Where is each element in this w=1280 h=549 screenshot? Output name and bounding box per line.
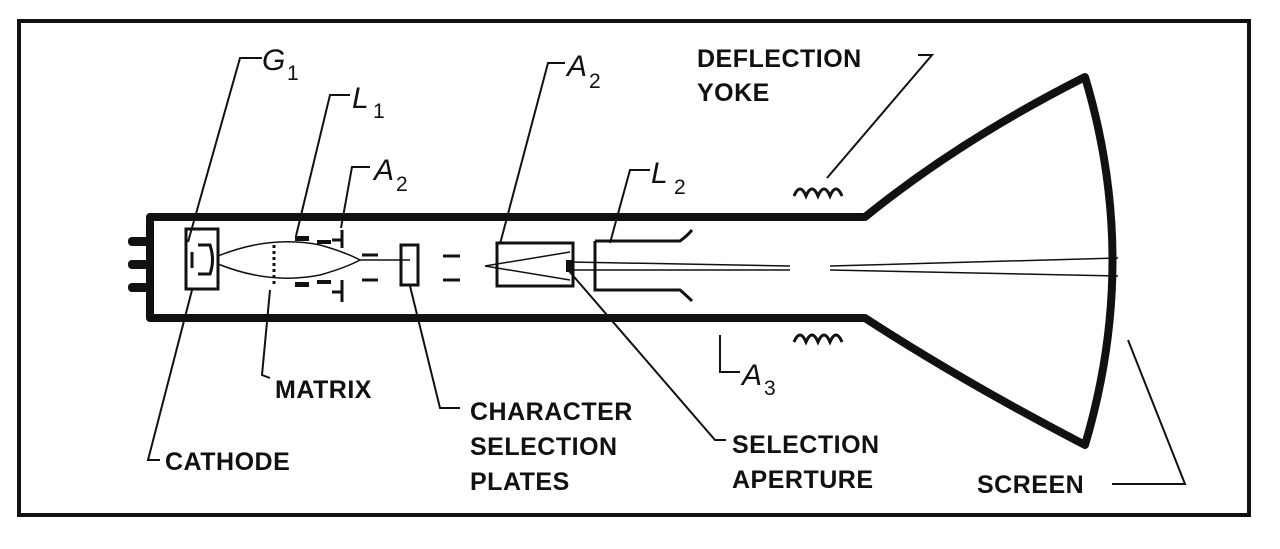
label-a2-left: A 2: [372, 154, 408, 196]
svg-text:1: 1: [287, 62, 299, 85]
svg-text:G: G: [262, 44, 285, 77]
svg-text:CHARACTER: CHARACTER: [470, 398, 633, 426]
svg-text:2: 2: [589, 70, 601, 93]
svg-text:L: L: [352, 82, 369, 115]
label-matrix: MATRIX: [275, 376, 372, 404]
leader-yoke: [826, 54, 935, 179]
leader-cathode: [146, 289, 193, 461]
svg-text:3: 3: [764, 377, 776, 400]
svg-text:SELECTION: SELECTION: [732, 431, 880, 459]
leader-screen: [1112, 339, 1187, 485]
svg-text:YOKE: YOKE: [697, 79, 770, 107]
leader-l1: [295, 94, 350, 237]
leader-a3: [719, 335, 740, 373]
yoke-coil-bottom: [792, 333, 844, 346]
svg-text:1: 1: [373, 100, 385, 123]
svg-text:PLATES: PLATES: [470, 468, 570, 496]
l2-electrode: [593, 229, 694, 303]
label-a2-right: A 2: [565, 50, 601, 93]
leader-lines: [146, 54, 1187, 485]
label-g1: G 1: [262, 44, 299, 85]
screen-curve: [1083, 79, 1113, 444]
cathode-electrode: [184, 227, 220, 291]
leader-l2: [609, 169, 650, 244]
leader-a2-right: [499, 62, 565, 245]
svg-text:A: A: [740, 359, 762, 392]
a2-left-aperture: [332, 230, 378, 302]
l1-electrodes: [295, 236, 331, 287]
leader-plates: [409, 285, 460, 409]
svg-text:APERTURE: APERTURE: [732, 466, 874, 494]
label-selection-aperture: SELECTION APERTURE: [732, 431, 880, 494]
svg-text:A: A: [565, 50, 587, 83]
label-l2: L 2: [651, 157, 686, 199]
label-screen: SCREEN: [977, 471, 1084, 499]
label-cathode: CATHODE: [165, 448, 290, 476]
leader-matrix: [260, 289, 271, 379]
svg-text:SELECTION: SELECTION: [470, 433, 618, 461]
selection-aperture-plate: [566, 260, 573, 272]
svg-text:DEFLECTION: DEFLECTION: [697, 45, 862, 73]
yoke-coil-top: [792, 187, 844, 200]
plates-side-marks: [443, 254, 460, 282]
label-deflection-yoke: DEFLECTION YOKE: [697, 45, 862, 107]
diagram-frame: [17, 19, 1251, 517]
a2-right-electrode: [495, 241, 575, 288]
label-l1: L 1: [352, 82, 385, 123]
label-a3: A 3: [740, 359, 776, 400]
character-selection-plates: [399, 243, 420, 287]
leader-g1: [187, 57, 262, 243]
svg-text:A: A: [372, 154, 394, 187]
svg-text:L: L: [651, 157, 668, 190]
svg-text:2: 2: [674, 176, 686, 199]
leader-a2-left: [340, 166, 370, 229]
label-character-selection-plates: CHARACTER SELECTION PLATES: [470, 398, 633, 496]
electron-beam: [217, 241, 1119, 281]
leader-aperture: [568, 270, 726, 441]
svg-text:2: 2: [396, 173, 408, 196]
base-pins: [128, 237, 150, 292]
